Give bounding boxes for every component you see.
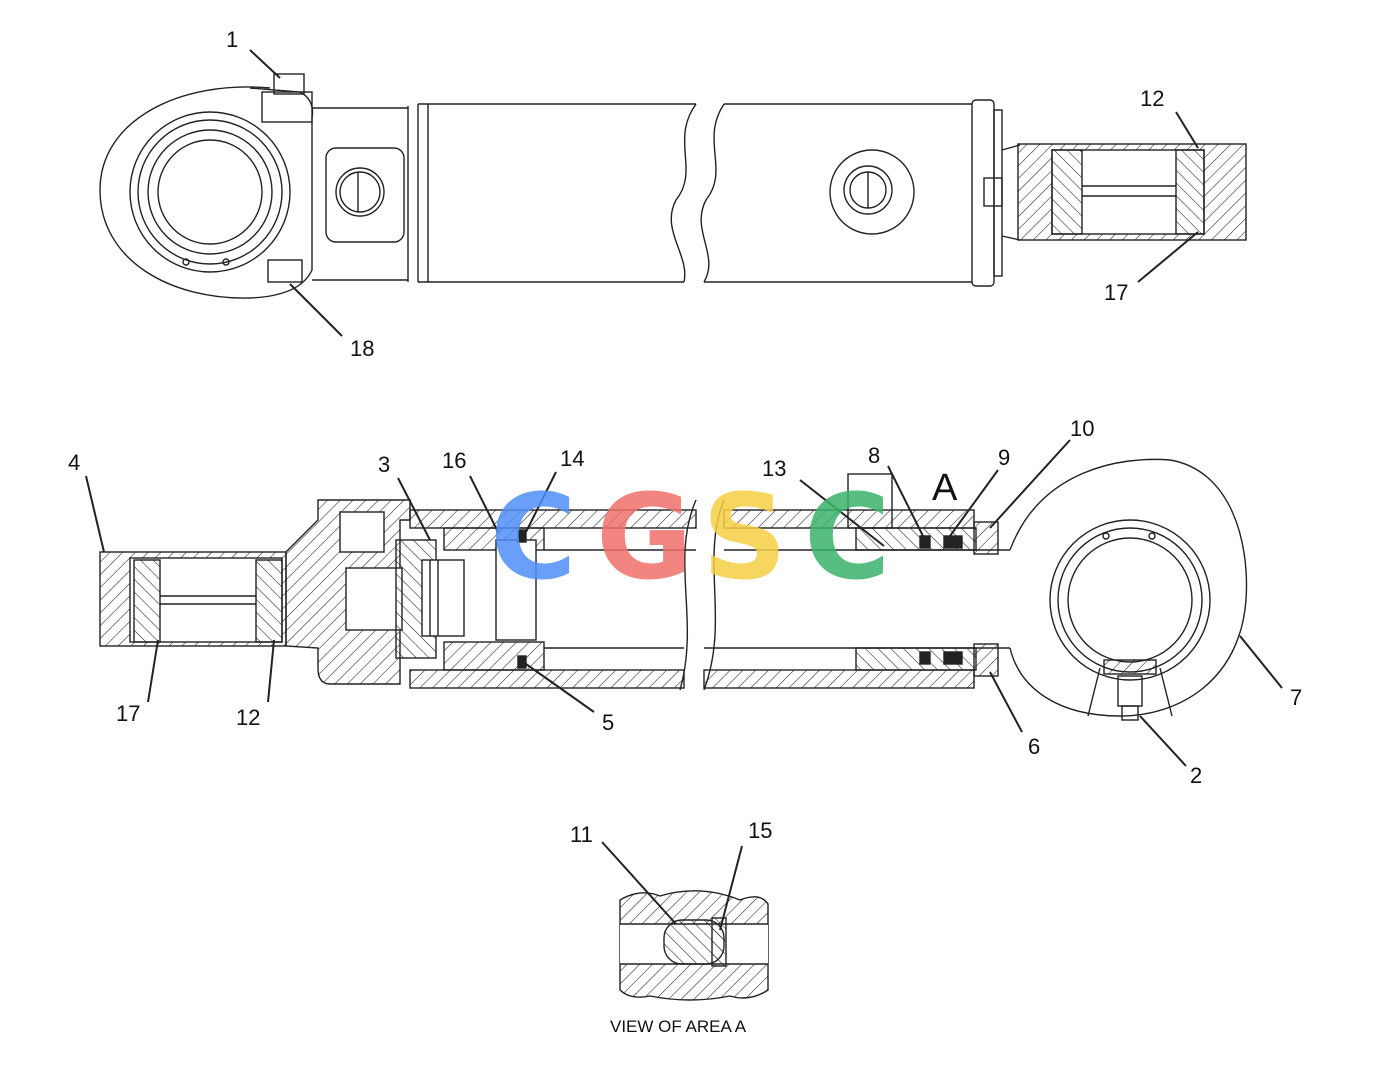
watermark-letter: C (490, 468, 577, 606)
callouts: 1 2 3 4 5 6 7 8 9 10 11 12 12 13 14 15 1… (68, 27, 1302, 1036)
callout-label: 11 (570, 822, 593, 847)
detail-caption: VIEW OF AREA A (610, 1017, 747, 1036)
callout-label: 5 (602, 710, 614, 735)
callout-label: 12 (236, 705, 260, 730)
callout-label: 13 (762, 456, 786, 481)
detail-view-area-a (619, 890, 769, 1001)
callout-label: 8 (868, 443, 880, 468)
watermark-letter: G (596, 468, 693, 606)
callout-label: 4 (68, 450, 80, 475)
callout-label: 17 (1104, 280, 1128, 305)
leader-lines (85, 49, 1283, 931)
callout-label: 12 (1140, 86, 1164, 111)
callout-label: 9 (998, 445, 1010, 470)
callout-label: 6 (1028, 734, 1040, 759)
watermark-letter: S (702, 468, 787, 606)
area-a-marker: A (932, 467, 958, 509)
top-view-cylinder (99, 73, 1247, 299)
callout-label: 15 (748, 818, 772, 843)
callout-label: 18 (350, 336, 374, 361)
watermark-letter: C (804, 468, 891, 606)
callout-label: 17 (116, 701, 140, 726)
callout-label: 7 (1290, 685, 1302, 710)
callout-label: 10 (1070, 416, 1094, 441)
callout-label: 14 (560, 446, 584, 471)
callout-label: 16 (442, 448, 466, 473)
callout-label: 1 (226, 27, 238, 52)
callout-label: 2 (1190, 763, 1202, 788)
watermark: C G S C (490, 468, 891, 606)
callout-label: 3 (378, 452, 390, 477)
section-view-cylinder (99, 458, 1248, 721)
